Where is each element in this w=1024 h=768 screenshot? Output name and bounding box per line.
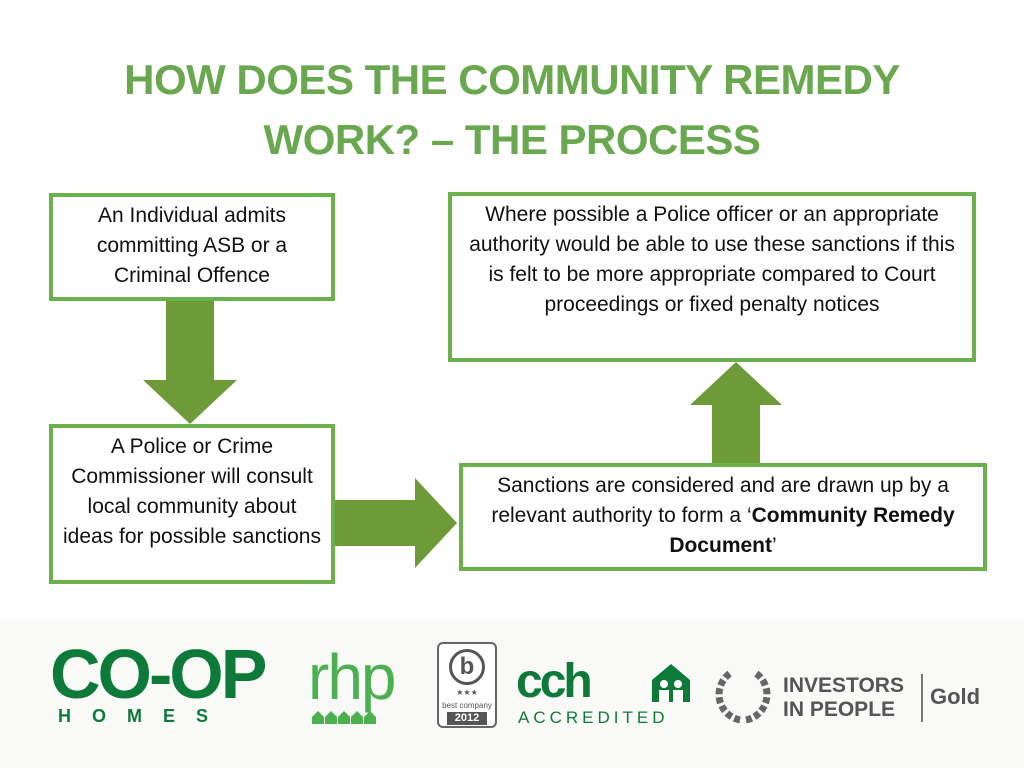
rhp-logo: rhp [308, 641, 396, 713]
rhp-houses-icon [312, 711, 376, 724]
footer-logo-bar [0, 618, 1024, 768]
step-sanctions-drawn-up-box: Sanctions are considered and are drawn u… [459, 463, 987, 571]
step-sanctions-suffix: ’ [772, 534, 777, 557]
arrow-down [143, 300, 237, 424]
cch-house-icon [652, 664, 690, 702]
best-company-label: best company [442, 701, 492, 710]
flow-arrows [143, 300, 782, 568]
coop-homes-subtitle: HOMES [58, 706, 230, 726]
best-company-year: 2012 [447, 712, 487, 725]
iip-divider [921, 674, 923, 722]
step-use-sanctions-box: Where possible a Police officer or an ap… [448, 192, 976, 362]
step-consult-community-text: A Police or Crime Commissioner will cons… [63, 435, 321, 548]
best-company-badge: b ★★★ best company 2012 [437, 642, 497, 728]
arrow-up [690, 362, 782, 463]
step-admit-offence-box: An Individual admits committing ASB or a… [49, 193, 335, 301]
investors-in-people-wreath-icon [715, 668, 771, 724]
step-consult-community-box: A Police or Crime Commissioner will cons… [49, 424, 335, 584]
best-company-b-icon: b [449, 649, 485, 685]
step-sanctions-prefix: Sanctions are considered and are drawn u… [491, 474, 949, 527]
cch-logo: cch [516, 655, 593, 708]
iip-gold-label: Gold [930, 684, 981, 709]
title-line-1: HOW DOES THE COMMUNITY REMEDY [124, 56, 900, 103]
best-company-stars: ★★★ [456, 688, 478, 697]
iip-line-1: INVESTORS [783, 674, 904, 697]
title-line-2: WORK? – THE PROCESS [263, 116, 761, 163]
cch-accredited-text: ACCREDITED [518, 708, 669, 727]
coop-homes-logo: CO-OP [50, 635, 267, 713]
arrow-right [335, 478, 457, 568]
step-use-sanctions-text: Where possible a Police officer or an ap… [469, 203, 955, 316]
step-admit-offence-text: An Individual admits committing ASB or a… [96, 204, 288, 287]
community-remedy-document-label: Community Remedy Document [669, 504, 955, 557]
investors-in-people-logo: INVESTORS IN PEOPLE [783, 674, 904, 722]
iip-line-2: IN PEOPLE [783, 698, 896, 721]
page-title: HOW DOES THE COMMUNITY REMEDY WORK? – TH… [0, 50, 1024, 170]
